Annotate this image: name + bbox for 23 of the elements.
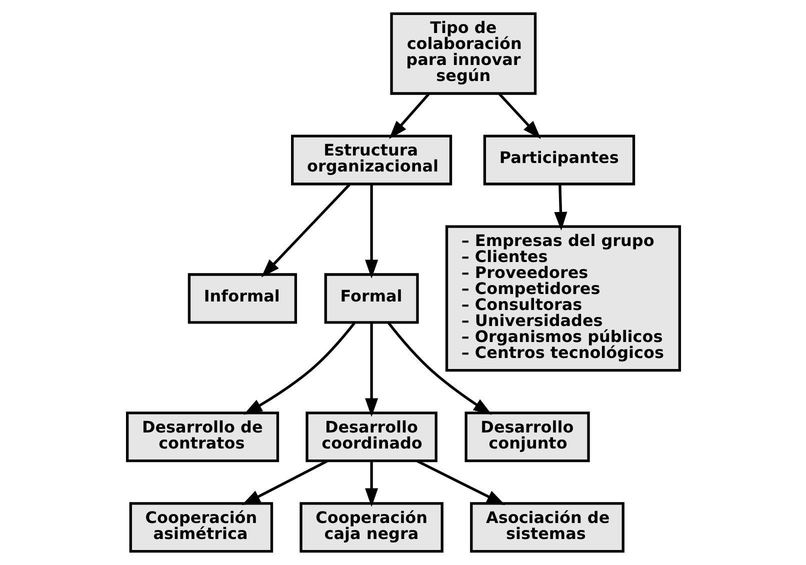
arrow bbox=[364, 184, 378, 278]
arrow bbox=[498, 92, 540, 139]
node-box: Participantes bbox=[482, 134, 635, 186]
arrow bbox=[386, 322, 492, 415]
arrow bbox=[260, 184, 350, 278]
node-box: Asociación de sistemas bbox=[470, 502, 624, 553]
node-box: Desarrollo conjunto bbox=[464, 412, 590, 462]
arrow bbox=[241, 460, 328, 506]
arrow bbox=[243, 322, 355, 415]
node-box: Formal bbox=[324, 273, 418, 324]
node-box: Desarrollo de contratos bbox=[126, 412, 279, 462]
node-box: Desarrollo coordinado bbox=[305, 412, 437, 462]
node-box: – Empresas del grupo – Clientes – Proveedores – Competidores – Consultoras – Universidades – Organismos públicos – Centros tecnológicos bbox=[444, 225, 680, 372]
arrow bbox=[364, 461, 378, 507]
node-box: Cooperación asimétrica bbox=[128, 502, 273, 553]
arrow bbox=[364, 322, 378, 417]
node-box: Tipo de colaboración para innovar según bbox=[390, 12, 536, 95]
node-box: Estructura organizacional bbox=[290, 134, 452, 186]
node-box: Informal bbox=[187, 273, 297, 324]
arrow bbox=[416, 460, 505, 506]
arrow bbox=[388, 92, 430, 140]
node-box: Cooperación caja negra bbox=[299, 502, 443, 553]
arrow bbox=[554, 184, 567, 231]
